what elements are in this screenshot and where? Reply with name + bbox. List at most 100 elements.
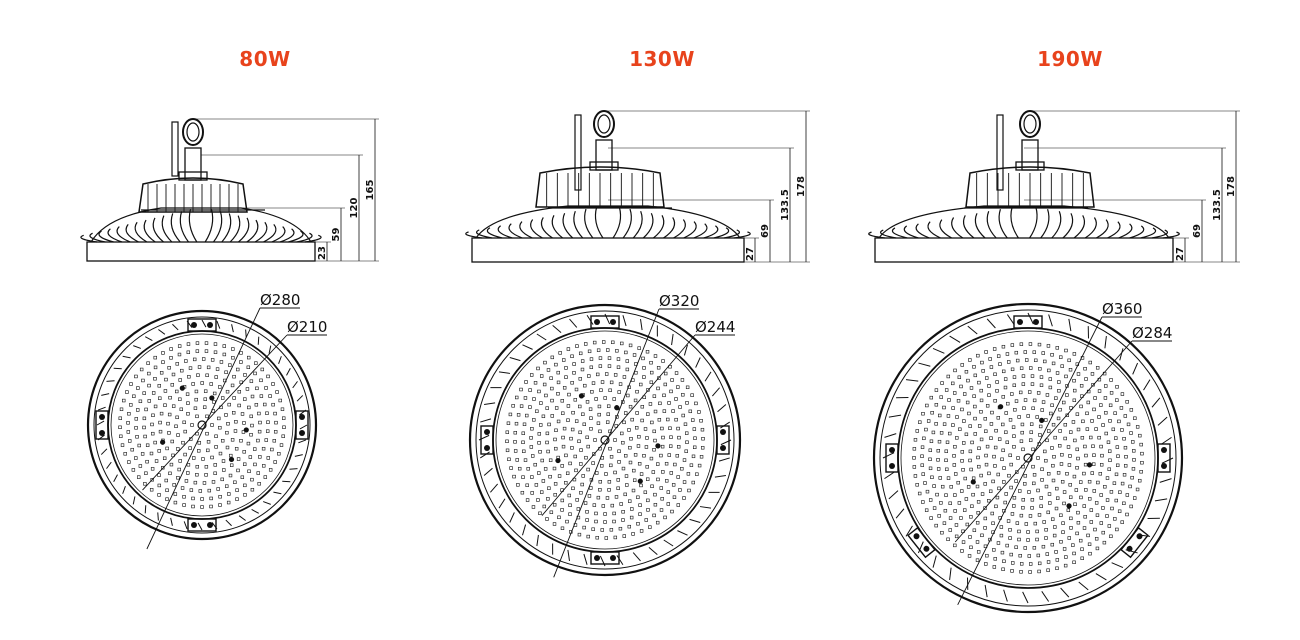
- led-chip: [987, 471, 991, 476]
- lug-body: [590, 551, 620, 565]
- led-chip: [628, 404, 633, 409]
- led-chip: [1039, 375, 1044, 379]
- led-chip: [649, 456, 654, 461]
- led-chip: [1108, 449, 1112, 453]
- led-chip: [676, 475, 680, 479]
- heatsink-fin: [221, 213, 232, 243]
- led-chip: [983, 417, 987, 421]
- rim-slot: [278, 356, 282, 365]
- led-chip: [1123, 414, 1128, 418]
- led-chip: [137, 443, 141, 448]
- led-chip: [564, 453, 568, 458]
- heatsink-fin: [551, 215, 564, 239]
- led-chip: [612, 511, 616, 516]
- led-chip: [968, 458, 972, 463]
- led-chip: [987, 384, 991, 388]
- led-chip: [1035, 529, 1039, 534]
- heatsink-fin: [125, 224, 139, 243]
- led-chip: [591, 461, 595, 465]
- led-chip: [693, 436, 697, 440]
- mounting-lug: [295, 410, 309, 440]
- led-chip: [921, 412, 925, 416]
- led-chip: [1062, 501, 1066, 506]
- led-chip: [992, 454, 996, 459]
- screw: [720, 429, 726, 435]
- led-chip: [1120, 428, 1124, 432]
- led-chip: [214, 375, 218, 379]
- led-chip: [185, 392, 190, 396]
- led-chip: [1009, 485, 1013, 490]
- led-chip: [159, 411, 164, 416]
- led-chip: [642, 366, 646, 370]
- led-chip: [936, 467, 941, 471]
- led-chip: [922, 436, 926, 441]
- screw: [720, 445, 726, 451]
- led-chip: [681, 413, 685, 418]
- led-chip: [617, 460, 621, 464]
- led-chip: [945, 440, 950, 445]
- led-chip: [200, 505, 204, 509]
- rim-slot: [286, 367, 291, 376]
- led-chip: [145, 443, 150, 447]
- led-chip: [936, 458, 940, 462]
- rim-slot: [917, 541, 924, 554]
- led-chip: [1091, 383, 1095, 387]
- led-chip: [1048, 385, 1053, 390]
- led-chip: [118, 425, 122, 429]
- led-chip: [1023, 482, 1027, 486]
- led-chip: [535, 409, 539, 413]
- heatsink-fin: [573, 210, 584, 239]
- rim-slot: [1022, 591, 1029, 604]
- led-chip: [1065, 393, 1069, 397]
- rim-slot: [106, 461, 112, 469]
- led-chip: [1062, 547, 1067, 551]
- led-chip: [650, 484, 654, 488]
- led-chip: [1089, 435, 1093, 440]
- led-chip: [1069, 526, 1073, 530]
- led-chip: [1012, 434, 1016, 438]
- led-chip: [554, 362, 558, 367]
- led-chip: [1095, 513, 1100, 517]
- led-chip: [1072, 398, 1077, 402]
- led-chip: [263, 475, 268, 479]
- led-chip: [650, 370, 654, 375]
- led-chip: [1001, 344, 1006, 349]
- lens-ring: [492, 327, 718, 553]
- rim-slot: [632, 552, 641, 562]
- led-chip: [213, 350, 218, 354]
- rim-slot: [201, 319, 207, 328]
- heatsink-fin: [612, 206, 622, 239]
- led-chip: [662, 409, 667, 413]
- rim-slot: [586, 315, 594, 325]
- led-chip: [967, 411, 971, 416]
- led-chip: [1036, 391, 1041, 395]
- led-chip: [1012, 375, 1017, 379]
- led-chip: [637, 462, 642, 466]
- led-chip: [568, 503, 572, 507]
- led-chip: [574, 419, 579, 423]
- led-chip: [1071, 543, 1075, 547]
- led-chip: [1131, 467, 1136, 471]
- led-chip: [635, 389, 639, 394]
- rim-slot: [483, 467, 493, 476]
- led-chip: [987, 393, 991, 397]
- led-chip: [1040, 478, 1044, 482]
- led-chip: [227, 492, 231, 496]
- led-chip: [976, 353, 980, 358]
- rim-slot: [671, 333, 674, 346]
- led-chip: [537, 471, 541, 475]
- led-chip: [621, 510, 625, 514]
- led-chip: [1031, 447, 1035, 452]
- led-chip: [129, 382, 133, 386]
- heatsink-fin: [116, 226, 131, 243]
- led-chip: [1056, 471, 1061, 475]
- led-chip: [1133, 496, 1137, 500]
- rim-slot: [282, 480, 291, 483]
- led-chip: [521, 475, 525, 479]
- led-chip: [576, 507, 581, 511]
- led-chip: [550, 414, 554, 418]
- led-chip: [225, 445, 230, 450]
- led-chip: [636, 522, 640, 526]
- led-chip: [522, 449, 526, 453]
- led-chip: [1027, 390, 1032, 394]
